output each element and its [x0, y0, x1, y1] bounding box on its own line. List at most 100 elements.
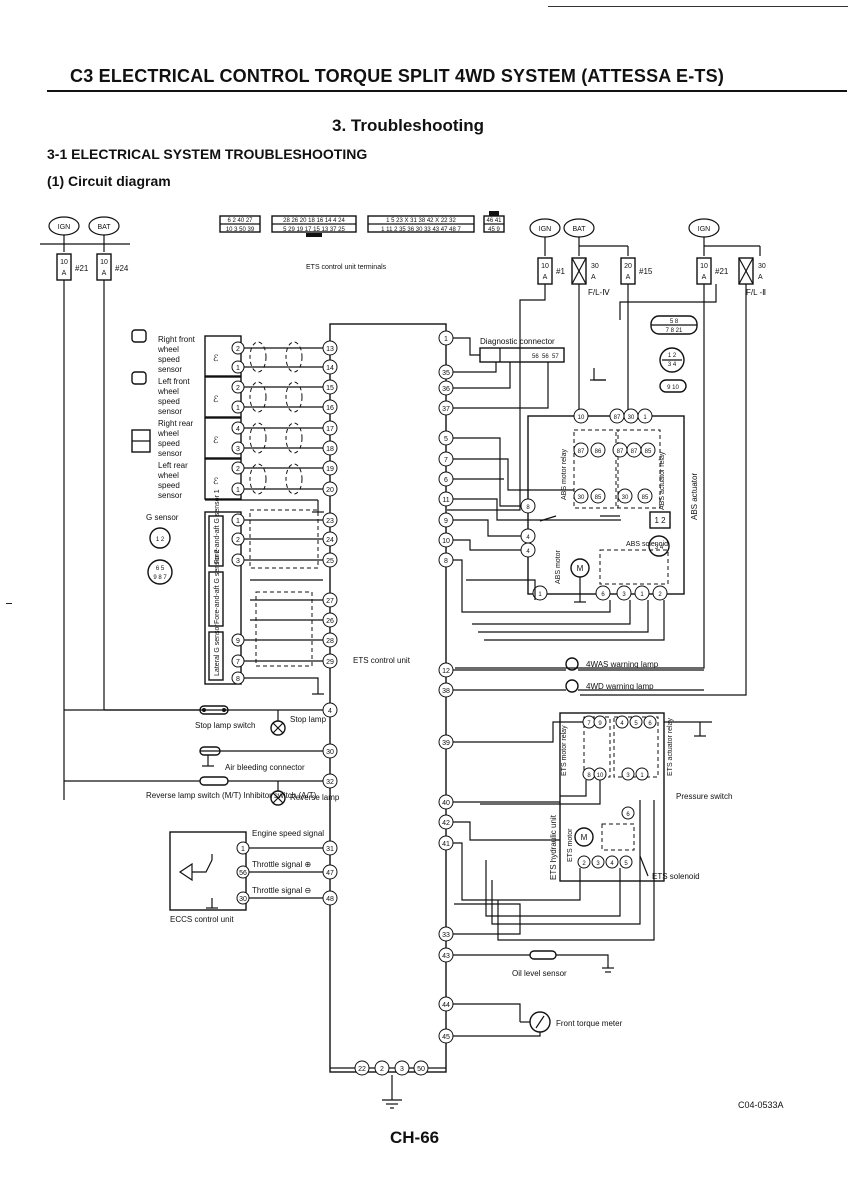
- svg-text:speed: speed: [158, 439, 180, 448]
- svg-text:7: 7: [587, 721, 591, 727]
- svg-text:A: A: [702, 274, 707, 281]
- svg-text:26: 26: [326, 618, 334, 625]
- svg-text:20: 20: [326, 487, 334, 494]
- terminal-r-6: 6: [438, 471, 454, 487]
- svg-text:sensor: sensor: [158, 491, 182, 500]
- svg-text:6: 6: [626, 812, 630, 818]
- svg-text:43: 43: [442, 953, 450, 960]
- svg-text:8: 8: [526, 505, 530, 511]
- svg-text:2: 2: [236, 466, 240, 473]
- svg-text:sensor: sensor: [158, 449, 182, 458]
- terminal-28: 28: [322, 632, 338, 648]
- svg-text:5: 5: [634, 721, 638, 727]
- engine-speed-signal-label: Engine speed signal: [252, 829, 324, 838]
- throttle-signal-plus-label: Throttle signal ⊕: [252, 860, 311, 869]
- right-front-wheel-sensor: Right front wheel speed sensor ℰ 2 1: [131, 329, 323, 377]
- terminal-r-1: 1: [438, 330, 454, 346]
- ets-terminal-connectors: 6 2 40 27 10 3 50 39 28 26 20 18 16 14 4…: [219, 211, 505, 237]
- svg-text:3: 3: [596, 861, 600, 867]
- terminal-r-33: 33: [438, 926, 454, 942]
- terminal-r-45: 45: [438, 1028, 454, 1044]
- svg-text:56: 56: [532, 354, 539, 360]
- fuse-1-unit: A: [62, 270, 67, 277]
- svg-text:speed: speed: [158, 481, 180, 490]
- ground-terminals: 22 2 3 50: [330, 1060, 446, 1109]
- terminal-16: 16: [322, 399, 338, 415]
- circuit-diagram-svg: IGN BAT 10 A #21 10 A #24 6 2 40 27 10 3…: [40, 211, 766, 1109]
- svg-text:85: 85: [595, 495, 602, 501]
- terminal-r-8: 8: [438, 552, 454, 568]
- fuse-1: 10 A #21: [56, 253, 89, 281]
- svg-text:#21: #21: [715, 267, 729, 276]
- svg-text:Lateral G sensor: Lateral G sensor: [214, 624, 221, 676]
- connector-label-a: 5 8: [670, 319, 679, 325]
- stop-lamp-label: Stop lamp: [290, 715, 327, 724]
- ets-control-unit-label: ETS control unit: [353, 656, 411, 665]
- svg-text:87: 87: [617, 449, 624, 455]
- terminal-29: 29: [322, 653, 338, 669]
- svg-text:12: 12: [442, 668, 450, 675]
- terminal-20: 20: [322, 481, 338, 497]
- svg-text:1: 1: [640, 592, 644, 598]
- svg-text:A: A: [626, 274, 631, 281]
- air-bleeding-connector-label: Air bleeding connector: [225, 763, 305, 772]
- svg-text:A: A: [543, 274, 548, 281]
- svg-text:31: 31: [326, 846, 334, 853]
- svg-text:10: 10: [541, 263, 549, 270]
- svg-text:3: 3: [236, 446, 240, 453]
- eccs-control-unit-label: ECCS control unit: [170, 915, 234, 924]
- svg-text:Left front: Left front: [158, 377, 190, 386]
- svg-text:36: 36: [442, 386, 450, 393]
- ets-motor-relay-label: ETS motor relay: [561, 725, 568, 776]
- svg-text:86: 86: [595, 449, 602, 455]
- svg-text:4: 4: [236, 426, 240, 433]
- abs-actuator: ABS actuator ABS motor relay ABS actuato…: [520, 408, 699, 603]
- svg-text:A: A: [758, 274, 763, 281]
- svg-text:33: 33: [442, 932, 450, 939]
- terminal-r-41: 41: [438, 835, 454, 851]
- margin-mark: [6, 603, 12, 604]
- svg-text:1: 1: [640, 773, 644, 779]
- svg-text:wheel: wheel: [157, 345, 179, 354]
- svg-text:ℰ: ℰ: [213, 353, 219, 363]
- terminal-r-39: 39: [438, 734, 454, 750]
- svg-text:44: 44: [442, 1002, 450, 1009]
- abs-motor-label: ABS motor: [555, 549, 562, 584]
- terminal-row-4b: 45 9: [488, 227, 500, 233]
- svg-text:#1: #1: [556, 267, 565, 276]
- oil-level-sensor: Oil level sensor: [453, 903, 614, 978]
- svg-text:1: 1: [643, 415, 647, 421]
- svg-text:8: 8: [587, 773, 591, 779]
- svg-text:A: A: [591, 274, 596, 281]
- terminal-r-38: 38: [438, 682, 454, 698]
- terminal-19: 19: [322, 460, 338, 476]
- abs-actuator-relay-label: ABS actuator relay: [659, 451, 666, 510]
- diagnostic-connector-label: Diagnostic connector: [480, 337, 555, 346]
- svg-text:2: 2: [236, 537, 240, 544]
- left-front-wheel-sensor: Left front wheel speed sensor ℰ 2 1: [131, 371, 323, 418]
- svg-text:Right front: Right front: [158, 335, 196, 344]
- svg-text:3: 3: [400, 1066, 404, 1073]
- svg-text:9: 9: [444, 518, 448, 525]
- terminal-31: 31: [322, 840, 338, 856]
- terminal-row-1b: 10 3 50 39: [226, 227, 255, 233]
- power-sources-left: IGN BAT: [40, 216, 130, 252]
- svg-text:wheel: wheel: [157, 387, 179, 396]
- page-number: CH-66: [390, 1128, 440, 1147]
- svg-text:10: 10: [442, 538, 450, 545]
- svg-text:10: 10: [597, 773, 604, 779]
- wheel-speed-sensors: Right front wheel speed sensor ℰ 2 1 Lef…: [131, 329, 324, 513]
- fusible-link-ii-label: F/L -Ⅱ: [746, 288, 766, 297]
- terminal-caption: ETS control unit terminals: [306, 264, 387, 271]
- svg-text:37: 37: [442, 406, 450, 413]
- ets-control-unit-box: [329, 323, 447, 1073]
- svg-text:6: 6: [648, 721, 652, 727]
- terminal-row-3a: 1 5 23 X 31 38 42 X 22 32: [386, 218, 456, 224]
- svg-text:40: 40: [442, 800, 450, 807]
- bat-label-right: BAT: [572, 226, 586, 233]
- fuse-2-unit: A: [102, 270, 107, 277]
- right-connector-icons: 5 8 7 8 21 1 2 3 4 9 10 1 2 3 4: [648, 315, 698, 557]
- svg-text:5: 5: [624, 861, 628, 867]
- svg-text:Left rear: Left rear: [158, 461, 188, 470]
- terminal-r-43: 43: [438, 947, 454, 963]
